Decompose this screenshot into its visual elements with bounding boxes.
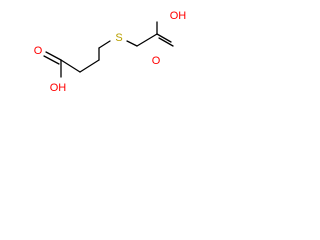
chemical-structure-diagram: OH O S O OH — [34, 10, 187, 94]
bond-chain-2 — [79, 59, 100, 73]
atom-label-o-top: O — [152, 55, 161, 67]
bond-c-o-double-top-a — [156, 33, 172, 43]
bond-ch2-cooh-top — [136, 33, 158, 47]
atom-label-oh-top: OH — [170, 10, 187, 22]
bond-lines — [43, 21, 174, 78]
bond-chain-3 — [60, 59, 81, 73]
bond-ch2-s-left — [98, 40, 111, 49]
atom-label-o-bottom: O — [34, 45, 43, 57]
atom-label-oh-bottom: OH — [50, 82, 67, 94]
bond-s-ch2-right — [126, 40, 138, 47]
bond-c-o-double-top-b — [158, 37, 174, 47]
atom-label-s: S — [115, 32, 122, 44]
bond-c-o-double-bottom-b — [43, 55, 60, 65]
bond-c-o-double-bottom-a — [45, 51, 62, 61]
